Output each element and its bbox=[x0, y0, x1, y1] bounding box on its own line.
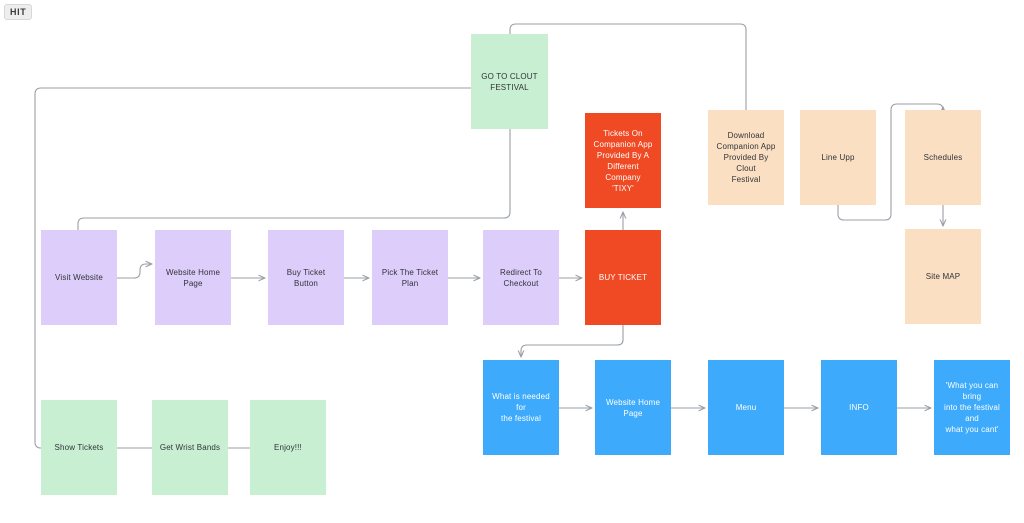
node-label-redirect-to-checkout: Redirect To Checkout bbox=[500, 267, 542, 288]
node-redirect-to-checkout[interactable]: Redirect To Checkout bbox=[483, 230, 559, 325]
hit-badge[interactable]: HIT bbox=[4, 4, 33, 20]
node-website-home-page-purple[interactable]: Website Home Page bbox=[155, 230, 231, 325]
node-website-home-page-blue[interactable]: Website Home Page bbox=[595, 360, 671, 455]
node-label-buy-ticket-button: Buy Ticket Button bbox=[286, 267, 326, 288]
node-info[interactable]: INFO bbox=[821, 360, 897, 455]
node-label-line-upp: Line Upp bbox=[821, 153, 855, 162]
node-label-pick-the-ticket-plan: Pick The Ticket Plan bbox=[381, 267, 439, 288]
node-label-show-tickets: Show Tickets bbox=[54, 443, 104, 452]
edge-go-to-clout-festival-down-to-website-home-page bbox=[77, 128, 511, 231]
node-label-get-wrist-bands: Get Wrist Bands bbox=[159, 443, 221, 452]
node-buy-ticket-button[interactable]: Buy Ticket Button bbox=[268, 230, 344, 325]
node-site-map[interactable]: Site MAP bbox=[905, 229, 981, 324]
node-get-wrist-bands[interactable]: Get Wrist Bands bbox=[152, 400, 228, 495]
node-label-site-map: Site MAP bbox=[925, 272, 961, 281]
node-label-download-companion-app: Download Companion App Provided By Clout… bbox=[716, 131, 776, 184]
node-label-website-home-page-blue: Website Home Page bbox=[605, 397, 661, 418]
node-label-buy-ticket: BUY TICKET bbox=[598, 273, 648, 282]
node-label-enjoy: Enjoy!!! bbox=[274, 443, 302, 452]
node-tickets-on-companion-app-tixy[interactable]: Tickets On Companion App Provided By A D… bbox=[585, 113, 661, 208]
node-label-schedules: Schedules bbox=[923, 153, 963, 162]
node-enjoy[interactable]: Enjoy!!! bbox=[250, 400, 326, 495]
edge-buy-ticket-to-what-is-needed bbox=[521, 324, 624, 358]
node-menu[interactable]: Menu bbox=[708, 360, 784, 455]
node-show-tickets[interactable]: Show Tickets bbox=[41, 400, 117, 495]
node-what-you-can-bring[interactable]: 'What you can bring into the festival an… bbox=[934, 360, 1010, 455]
node-what-is-needed-for-the-festival[interactable]: What is needed for the festival bbox=[483, 360, 559, 455]
node-download-companion-app[interactable]: Download Companion App Provided By Clout… bbox=[708, 110, 784, 205]
node-line-upp[interactable]: Line Upp bbox=[800, 110, 876, 205]
node-label-info: INFO bbox=[849, 403, 869, 412]
node-label-go-to-clout-festival: GO TO CLOUT FESTIVAL bbox=[481, 71, 538, 92]
edge-visit-website-to-website-home-page bbox=[116, 264, 153, 279]
node-label-website-home-page-purple: Website Home Page bbox=[165, 267, 221, 288]
node-label-menu: Menu bbox=[735, 403, 757, 412]
node-label-visit-website: Visit Website bbox=[55, 273, 103, 282]
node-schedules[interactable]: Schedules bbox=[905, 110, 981, 205]
node-label-what-is-needed-for-the-festival: What is needed for the festival bbox=[492, 392, 550, 423]
node-label-tickets-on-companion-app-tixy: Tickets On Companion App Provided By A D… bbox=[593, 128, 653, 193]
node-visit-website[interactable]: Visit Website bbox=[41, 230, 117, 325]
node-label-what-you-can-bring: 'What you can bring into the festival an… bbox=[944, 381, 1000, 434]
node-go-to-clout-festival[interactable]: GO TO CLOUT FESTIVAL bbox=[471, 34, 548, 129]
node-buy-ticket[interactable]: BUY TICKET bbox=[585, 230, 661, 325]
node-pick-the-ticket-plan[interactable]: Pick The Ticket Plan bbox=[372, 230, 448, 325]
